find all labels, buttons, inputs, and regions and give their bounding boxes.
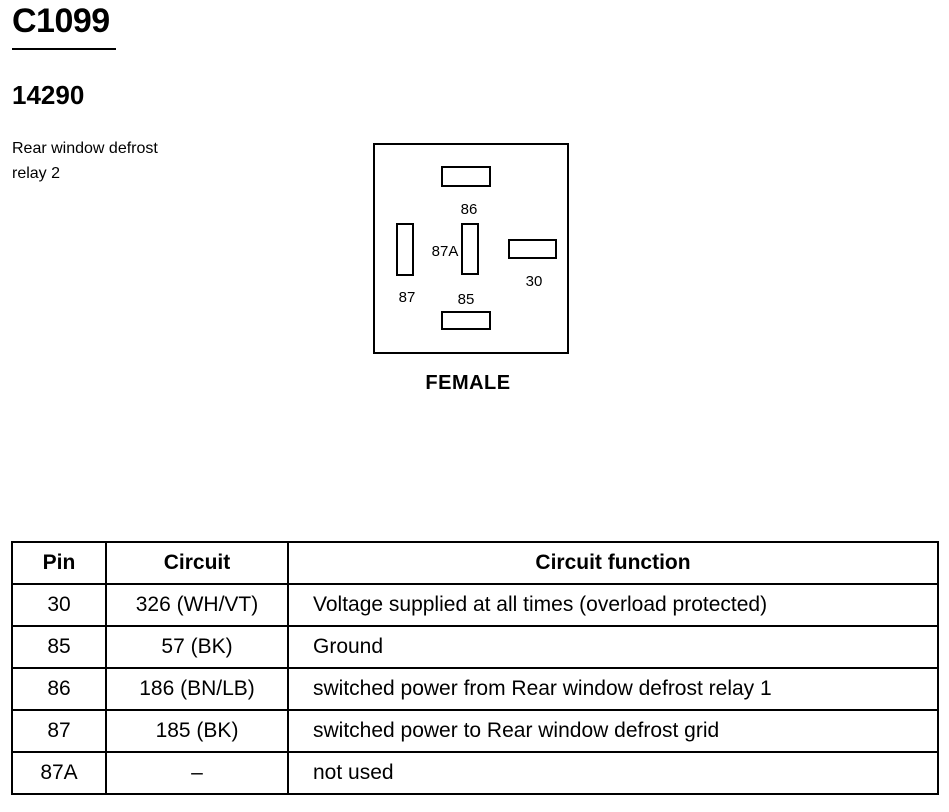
terminal-85 xyxy=(441,311,491,330)
cell-pin: 87A xyxy=(11,751,107,795)
cell-circuit: 326 (WH/VT) xyxy=(105,583,289,627)
part-number: 14290 xyxy=(12,80,85,110)
pin-label-87a: 87A xyxy=(432,243,459,260)
table-row: 87A – not used xyxy=(11,751,939,795)
connector-face-diagram: 86 87A 30 87 85 xyxy=(373,143,569,354)
header-circuit: Circuit xyxy=(105,541,289,585)
pin-label-87: 87 xyxy=(399,289,416,306)
terminal-87a xyxy=(461,223,479,275)
connector-id-underline xyxy=(12,48,116,50)
header-pin: Pin xyxy=(11,541,107,585)
cell-pin: 87 xyxy=(11,709,107,753)
cell-pin: 85 xyxy=(11,625,107,669)
terminal-86 xyxy=(441,166,491,187)
cell-function: Ground xyxy=(287,625,939,669)
table-header-row: Pin Circuit Circuit function xyxy=(11,541,939,585)
connector-id: C1099 xyxy=(12,2,110,40)
pin-label-30: 30 xyxy=(526,273,543,290)
cell-pin: 86 xyxy=(11,667,107,711)
header-circuit-function: Circuit function xyxy=(287,541,939,585)
table-row: 85 57 (BK) Ground xyxy=(11,625,939,669)
pin-label-85: 85 xyxy=(458,291,475,308)
table-row: 87 185 (BK) switched power to Rear windo… xyxy=(11,709,939,753)
connector-gender-label: FEMALE xyxy=(425,372,511,394)
cell-function: switched power to Rear window defrost gr… xyxy=(287,709,939,753)
table-row: 86 186 (BN/LB) switched power from Rear … xyxy=(11,667,939,711)
cell-function: Voltage supplied at all times (overload … xyxy=(287,583,939,627)
cell-function: not used xyxy=(287,751,939,795)
description-line-2: relay 2 xyxy=(12,165,61,182)
terminal-30 xyxy=(508,239,557,259)
cell-circuit: 185 (BK) xyxy=(105,709,289,753)
description-line-1: Rear window defrost xyxy=(12,140,158,157)
cell-circuit: 186 (BN/LB) xyxy=(105,667,289,711)
cell-circuit: 57 (BK) xyxy=(105,625,289,669)
connector-outline xyxy=(373,143,569,354)
cell-circuit: – xyxy=(105,751,289,795)
cell-pin: 30 xyxy=(11,583,107,627)
table-row: 30 326 (WH/VT) Voltage supplied at all t… xyxy=(11,583,939,627)
terminal-87 xyxy=(396,223,414,276)
cell-function: switched power from Rear window defrost … xyxy=(287,667,939,711)
connector-description: Rear window defrost relay 2 xyxy=(12,136,212,186)
pinout-table: Pin Circuit Circuit function 30 326 (WH/… xyxy=(11,541,939,795)
pin-label-86: 86 xyxy=(461,201,478,218)
